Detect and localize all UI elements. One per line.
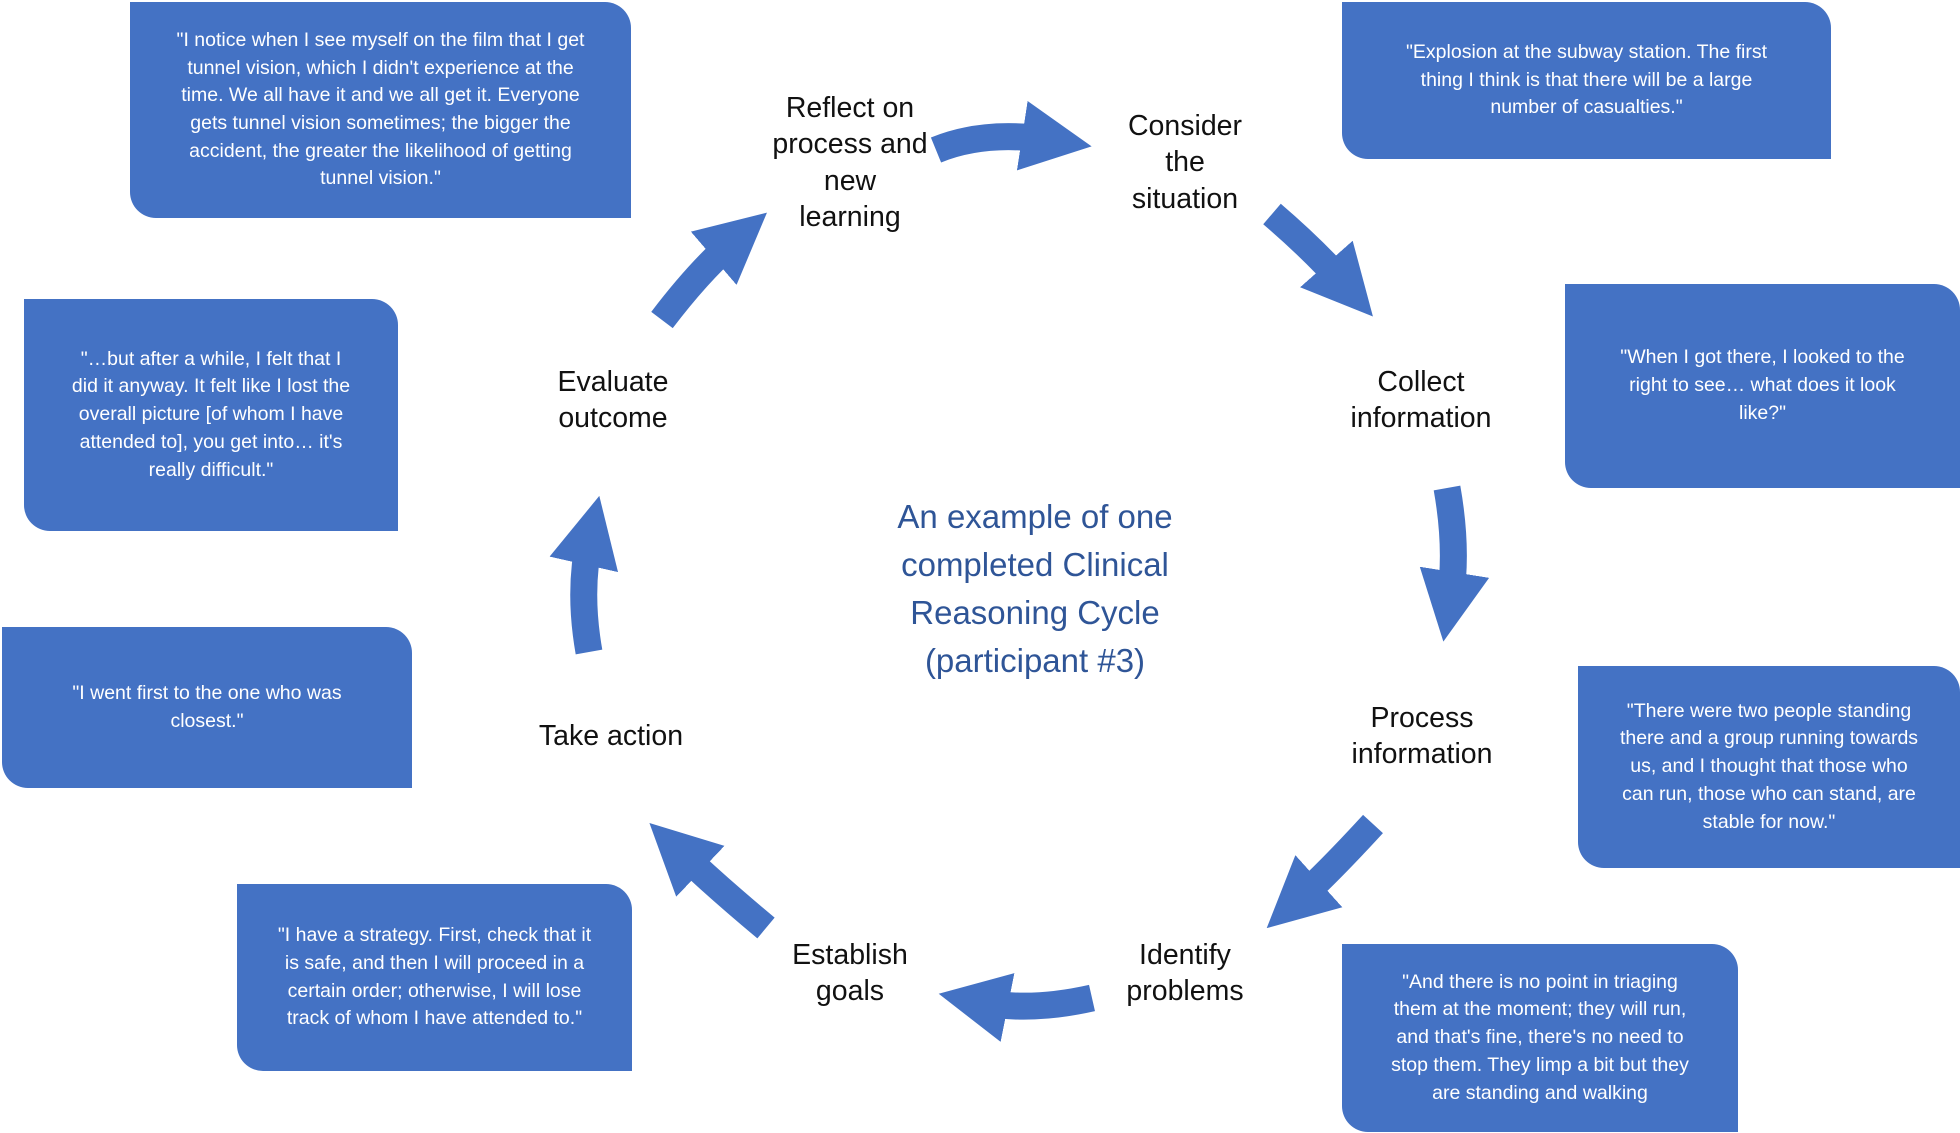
quote-text-take-action: "I went first to the one who was closest… [72, 681, 342, 732]
quote-box-collect: "When I got there, I looked to the right… [1565, 284, 1960, 488]
step-process-information: Process information [1351, 702, 1493, 771]
arrow-establish-to-take-action [649, 823, 775, 939]
arrow-consider-to-collect [1263, 203, 1373, 317]
quote-box-consider: "Explosion at the subway station. The fi… [1342, 2, 1831, 159]
step-take-action: Take action [538, 720, 684, 752]
quote-box-evaluate: "…but after a while, I felt that I did i… [24, 299, 398, 531]
arrow-evaluate-to-reflect [651, 212, 767, 329]
quote-text-consider: "Explosion at the subway station. The fi… [1406, 40, 1767, 119]
arrow-process-to-identify [1266, 814, 1383, 929]
step-evaluate-outcome: Evaluate outcome [557, 366, 669, 435]
center-title: An example of one completed Clinical Rea… [897, 498, 1173, 679]
arrow-collect-to-process [1419, 485, 1490, 642]
quote-text-identify: "And there is no point in triaging them … [1391, 970, 1689, 1104]
step-reflect-on-process: Reflect on process and new learning [772, 92, 928, 234]
quote-box-take-action: "I went first to the one who was closest… [2, 627, 412, 788]
quote-text-reflect: "I notice when I see myself on the film … [176, 28, 585, 190]
quote-box-establish: "I have a strategy. First, check that it… [237, 884, 632, 1071]
quote-box-identify: "And there is no point in triaging them … [1342, 944, 1738, 1132]
quote-text-establish: "I have a strategy. First, check that it… [277, 924, 592, 1030]
arrow-identify-to-establish [938, 973, 1095, 1042]
step-establish-goals: Establish goals [792, 939, 908, 1008]
quote-text-process: "There were two people standing there an… [1619, 699, 1919, 833]
step-consider-the-situation: Consider the situation [1127, 110, 1243, 215]
arrow-reflect-to-consider [930, 101, 1092, 171]
step-collect-information: Collect information [1350, 366, 1492, 435]
quote-box-reflect: "I notice when I see myself on the film … [130, 2, 631, 218]
arrow-take-action-to-evaluate [549, 495, 619, 655]
step-identify-problems: Identify problems [1126, 939, 1244, 1008]
quote-box-process: "There were two people standing there an… [1578, 666, 1960, 868]
quote-text-evaluate: "…but after a while, I felt that I did i… [71, 347, 351, 481]
quote-text-collect: "When I got there, I looked to the right… [1620, 346, 1905, 424]
